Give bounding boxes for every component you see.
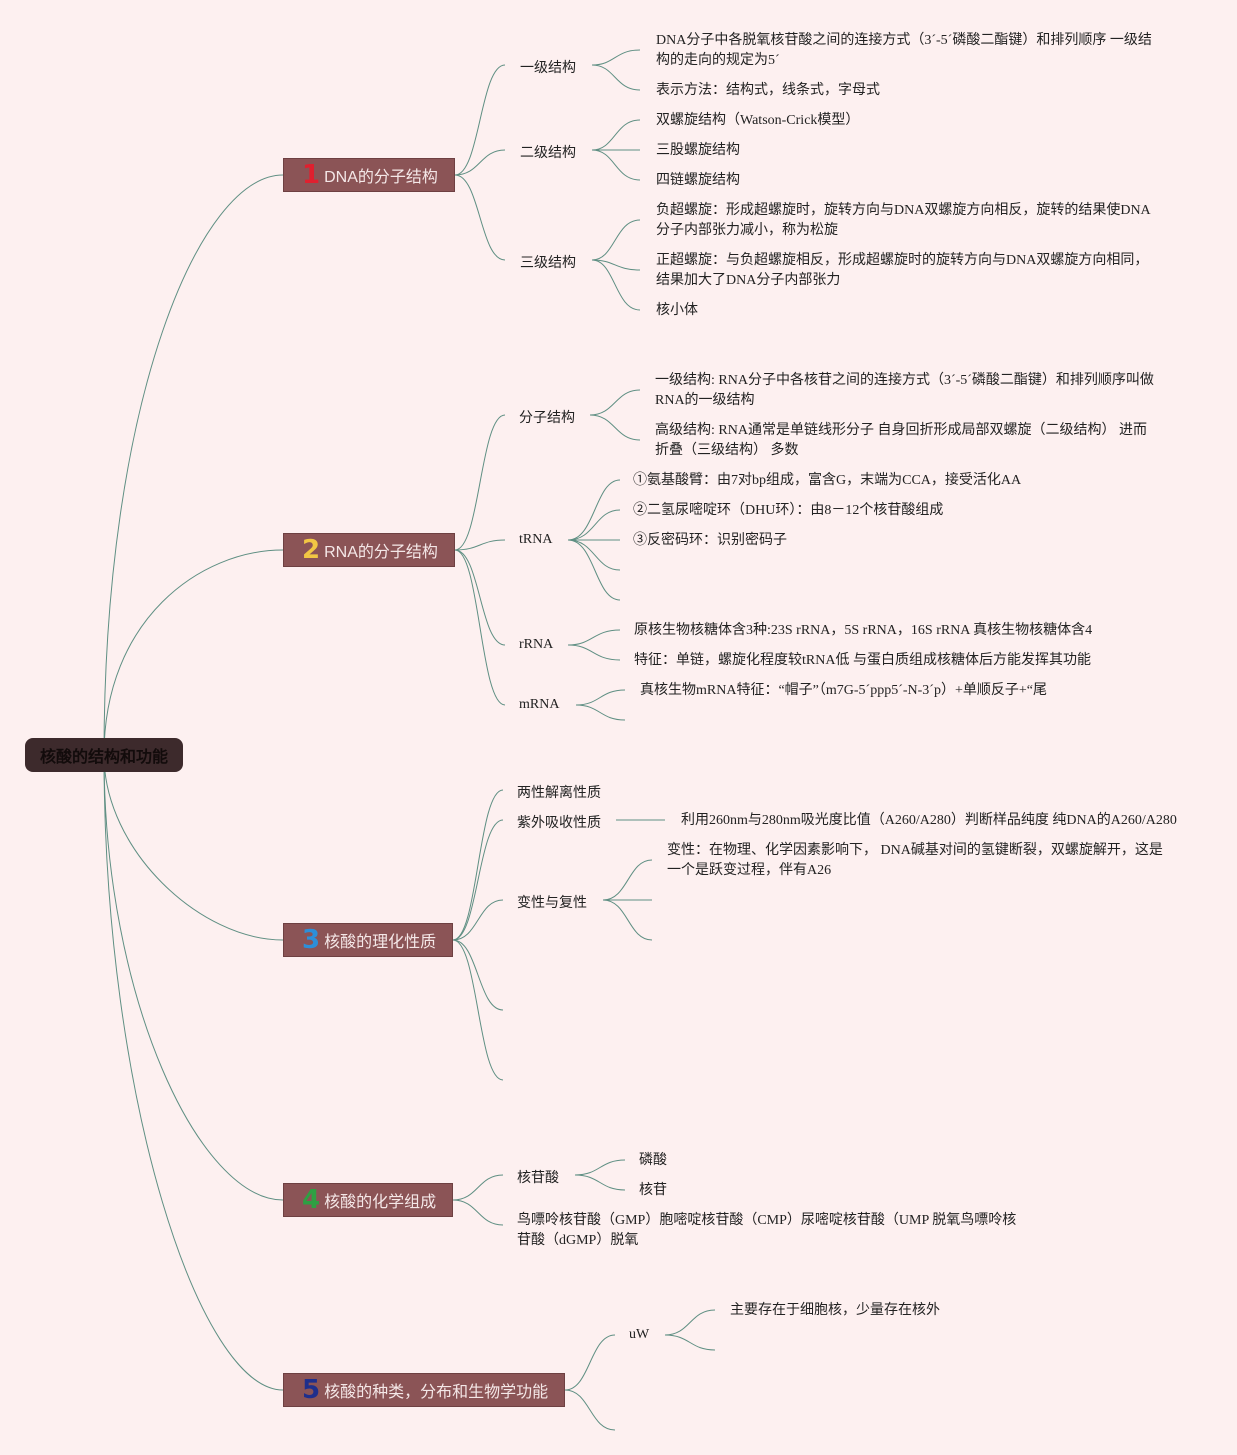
subtopic-rna-molecular-structure[interactable]: 分子结构 (519, 411, 575, 426)
leaf-negative-supercoil[interactable]: 负超螺旋：形成超螺旋时，旋转方向与DNA双螺旋方向相反，旋转的结果使DNA分子内… (656, 203, 1151, 238)
subtopic-amphoteric[interactable]: 两性解离性质 (517, 786, 601, 801)
leaf-rrna-features[interactable]: 特征：单链，螺旋化程度较tRNA低 与蛋白质组成核糖体后方能发挥其功能 (634, 653, 1091, 668)
topic-dna-structure[interactable]: 1 DNA的分子结构 (283, 158, 455, 192)
leaf-mrna-features[interactable]: 真核生物mRNA特征：“帽子”（m7G-5´ppp5´-N-3´p）+单顺反子+… (640, 683, 1047, 698)
subtopic-primary-structure[interactable]: 一级结构 (520, 61, 576, 76)
root-label: 核酸的结构和功能 (39, 749, 168, 766)
topic-label: 核酸的化学组成 (324, 1194, 437, 1211)
number-three-icon: 3 (302, 925, 321, 955)
leaf-phosphate[interactable]: 磷酸 (639, 1153, 667, 1168)
leaf-rrna-types[interactable]: 原核生物核糖体含3种:23S rRNA，5S rRNA，16S rRNA 真核生… (634, 623, 1093, 638)
leaf-primary-definition[interactable]: DNA分子中各脱氧核苷酸之间的连接方式（3´-5´磷酸二酯键）和排列顺序 一级结… (656, 33, 1152, 68)
leaf-double-helix[interactable]: 双螺旋结构（Watson-Crick模型） (656, 113, 860, 128)
leaf-positive-supercoil[interactable]: 正超螺旋：与负超螺旋相反，形成超螺旋时的旋转方向与DNA双螺旋方向相同，结果加大… (656, 253, 1149, 288)
subtopic-secondary-structure[interactable]: 二级结构 (520, 146, 576, 161)
leaf-rna-higher-order[interactable]: 高级结构: RNA通常是单链线形分子 自身回折形成局部双螺旋（二级结构） 进而折… (655, 423, 1147, 458)
subtopic-nucleotide-list[interactable]: 鸟嘌呤核苷酸（GMP）胞嘧啶核苷酸（CMP）尿嘧啶核苷酸（UMP 脱氧鸟嘌呤核苷… (517, 1213, 1017, 1248)
leaf-nucleoside[interactable]: 核苷 (639, 1183, 667, 1198)
subtopic-mrna[interactable]: mRNA (519, 697, 560, 712)
leaf-trna-dhu-loop[interactable]: ②二氢尿嘧啶环（DHU环）：由8－12个核苷酸组成 (633, 503, 944, 518)
leaf-primary-notation[interactable]: 表示方法：结构式，线条式，字母式 (656, 83, 880, 98)
subtopic-tertiary-structure[interactable]: 三级结构 (520, 256, 576, 271)
subtopic-rrna[interactable]: rRNA (519, 637, 554, 652)
topic-chemical-composition[interactable]: 4 核酸的化学组成 (283, 1183, 453, 1217)
leaf-uv-purity[interactable]: 利用260nm与280nm吸光度比值（A260/A280）判断样品纯度 纯DNA… (681, 813, 1177, 828)
leaf-rna-primary[interactable]: 一级结构: RNA分子中各核苷之间的连接方式（3´-5´磷酸二酯键）和排列顺序叫… (655, 373, 1154, 408)
topic-types-distribution-function[interactable]: 5 核酸的种类，分布和生物学功能 (283, 1373, 565, 1407)
number-two-icon: 2 (302, 535, 321, 565)
number-five-icon: 5 (302, 1375, 321, 1405)
leaf-nucleus-location[interactable]: 主要存在于细胞核，少量存在核外 (730, 1303, 940, 1318)
leaf-quadruple-helix[interactable]: 四链螺旋结构 (656, 173, 740, 188)
number-one-icon: 1 (302, 160, 321, 190)
topic-label: 核酸的理化性质 (324, 934, 437, 951)
leaf-trna-anticodon-loop[interactable]: ③反密码环：识别密码子 (633, 533, 787, 548)
topic-label: RNA的分子结构 (324, 544, 438, 561)
number-four-icon: 4 (302, 1185, 321, 1215)
subtopic-trna[interactable]: tRNA (519, 532, 553, 547)
subtopic-uv-absorption[interactable]: 紫外吸收性质 (517, 816, 601, 831)
topic-label: 核酸的种类，分布和生物学功能 (324, 1384, 549, 1401)
leaf-trna-acceptor-arm[interactable]: ①氨基酸臂：由7对bp组成，富含G，末端为CCA，接受活化AA (633, 473, 1022, 488)
subtopic-denature-renature[interactable]: 变性与复性 (517, 896, 587, 911)
root-node[interactable]: 核酸的结构和功能 (25, 738, 183, 772)
subtopic-nucleotide[interactable]: 核苷酸 (517, 1171, 559, 1186)
topic-label: DNA的分子结构 (324, 169, 438, 186)
leaf-triple-helix[interactable]: 三股螺旋结构 (656, 143, 740, 158)
subtopic-uw[interactable]: uW (629, 1327, 650, 1342)
leaf-denaturation[interactable]: 变性：在物理、化学因素影响下， DNA碱基对间的氢键断裂，双螺旋解开，这是一个是… (667, 843, 1163, 878)
leaf-nucleosome[interactable]: 核小体 (656, 303, 698, 318)
topic-rna-structure[interactable]: 2 RNA的分子结构 (283, 533, 455, 567)
topic-physchem-properties[interactable]: 3 核酸的理化性质 (283, 923, 453, 957)
